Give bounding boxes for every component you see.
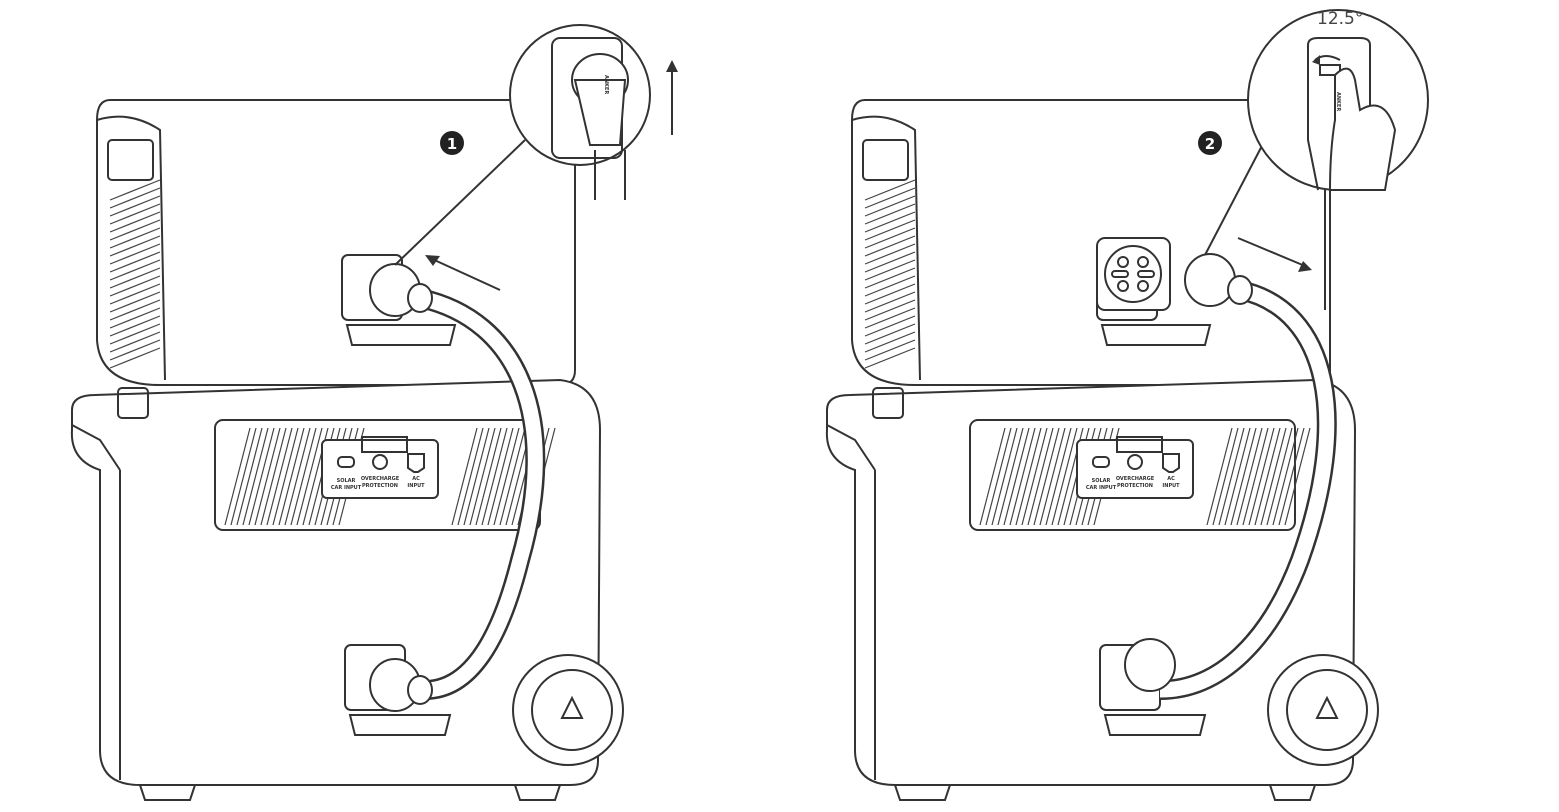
expansion-cable-step-2 (1124, 253, 1337, 700)
pull-arrowhead (1298, 261, 1312, 272)
expansion-port-cover-open (1096, 237, 1171, 311)
brand-label: ANKER (603, 75, 609, 94)
callout-zoom-step-1: ANKER (509, 24, 678, 200)
callout-leader (394, 139, 526, 266)
step-badge-1: 1 (440, 131, 464, 155)
protection-label: PROTECTION (1117, 483, 1153, 489)
overcharge-breaker (1127, 454, 1143, 470)
ac-input-port (407, 453, 425, 473)
step-number: 1 (447, 135, 457, 153)
hand (1328, 67, 1397, 191)
car-input-label: CAR INPUT (1086, 485, 1117, 491)
cable-plug-top (1184, 253, 1236, 307)
rear-vent-panel (969, 419, 1311, 531)
input-label: INPUT (1162, 483, 1180, 489)
ac-input-port (1162, 453, 1180, 473)
step-number: 2 (1205, 135, 1215, 153)
port-panel: SOLAR CAR INPUT OVERCHARGE PROTECTION AC… (321, 436, 439, 499)
wheel (1267, 654, 1379, 766)
power-station-step-2: SOLAR CAR INPUT OVERCHARGE PROTECTION AC… (825, 99, 1379, 801)
expansion-cable-step-1 (369, 263, 546, 712)
pull-arrow (1237, 237, 1306, 267)
ac-label: AC (1167, 476, 1175, 482)
insert-arrowhead (425, 255, 440, 266)
rotation-angle-label: 12.5° (1317, 9, 1363, 29)
brand-label: ANKER (1335, 92, 1341, 111)
overcharge-label: OVERCHARGE (361, 476, 400, 482)
wheel (512, 654, 624, 766)
step-badge-2: 2 (1198, 131, 1222, 155)
callout-leader (1204, 139, 1266, 256)
overcharge-breaker (372, 454, 388, 470)
solar-car-port (337, 456, 355, 468)
insert-arrow (429, 257, 501, 291)
car-input-label: CAR INPUT (331, 485, 362, 491)
solar-car-port (1092, 456, 1110, 468)
cable-plug-bottom (1124, 638, 1176, 692)
solar-label: SOLAR (337, 478, 356, 484)
protection-label: PROTECTION (362, 483, 398, 489)
callout-zoom-step-2: ANKER 12.5° (1247, 9, 1429, 191)
overcharge-label: OVERCHARGE (1116, 476, 1155, 482)
ac-label: AC (412, 476, 420, 482)
port-panel: SOLAR CAR INPUT OVERCHARGE PROTECTION AC… (1076, 436, 1194, 499)
solar-label: SOLAR (1092, 478, 1111, 484)
input-label: INPUT (407, 483, 425, 489)
